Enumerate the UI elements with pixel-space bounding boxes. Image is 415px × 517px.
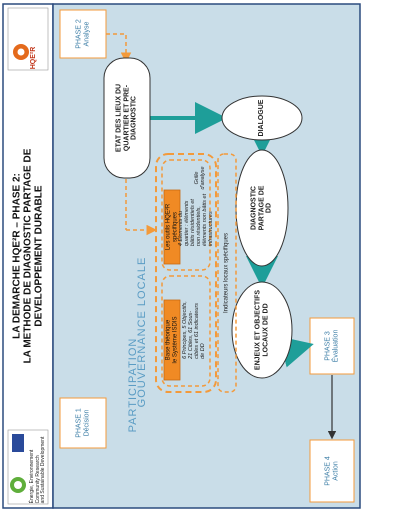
eu-flag-icon xyxy=(12,434,24,452)
title-line-3: DEVELOPPEMENT DURABLE xyxy=(33,185,45,327)
hqe2r-logo-text: HQE²R xyxy=(30,46,38,70)
etat-des-lieux-node xyxy=(103,57,151,179)
slide-title: LA DEMARCHE HQE²R – PHASE 2: LA METHODE … xyxy=(12,46,45,466)
phase-2-label: PHASE 2 Analyse xyxy=(75,19,90,49)
hqe2r-logo xyxy=(7,7,49,71)
phase-1-label: PHASE 1 Décision xyxy=(75,408,90,438)
title-line-1: LA DEMARCHE HQE²R – PHASE 2: xyxy=(11,173,23,339)
phase-1-box xyxy=(59,397,107,449)
base-theorique-label: Base théorique le Système ISDIS xyxy=(165,316,178,364)
phase-2-box xyxy=(59,9,107,59)
phase-4-box xyxy=(309,439,355,503)
gouvernance-label: GOUVERNANCE LOCALE xyxy=(135,256,148,408)
phase-3-label: PHASE 3 Évaluation xyxy=(324,329,339,363)
diagnostic-label: DIAGNOSTIC PARTAGE DE DD xyxy=(250,185,273,231)
eu-logo-text: Énergie, Environnement Community Researc… xyxy=(28,436,46,504)
header-strip xyxy=(2,3,54,509)
outils-description: 4 Elements du quartier : éléments bâtis … xyxy=(177,193,215,247)
title-line-2: LA METHODE DE DIAGNOSTIC PARTAGE DE xyxy=(22,148,34,364)
phase2-to-etat-connector xyxy=(106,33,132,63)
enjeux-to-phase3-arrow xyxy=(278,336,314,368)
outils-label: Les outils HQE²R spécifiques xyxy=(165,203,178,251)
dialogue-label: DIALOGUE xyxy=(258,99,266,137)
base-theorique-box xyxy=(163,299,181,381)
phase-3-box xyxy=(309,317,355,375)
grille-analyse-label: Grille d'analyse xyxy=(193,166,206,190)
tools-frame xyxy=(155,153,217,393)
indicateurs-label: Indicateurs locaux spécifiques xyxy=(223,232,230,314)
outils-box xyxy=(163,189,181,265)
dialogue-node xyxy=(221,95,303,141)
base-description: 6 Principes, 5 Objectifs, 21 Cibles, 61 … xyxy=(181,301,207,359)
etat-des-lieux-label: ETAT DES LIEUX DU QUARTIER ET PRE- DIAGN… xyxy=(115,83,138,153)
outils-frame xyxy=(161,159,211,271)
enjeux-label: ENJEUX ET OBJECTIFS LOCAUX DE DD xyxy=(254,289,269,371)
indicateurs-frame xyxy=(217,153,237,393)
base-frame xyxy=(161,275,211,387)
phase-4-label: PHASE 4 Action xyxy=(324,456,339,486)
enjeux-node xyxy=(231,281,293,379)
